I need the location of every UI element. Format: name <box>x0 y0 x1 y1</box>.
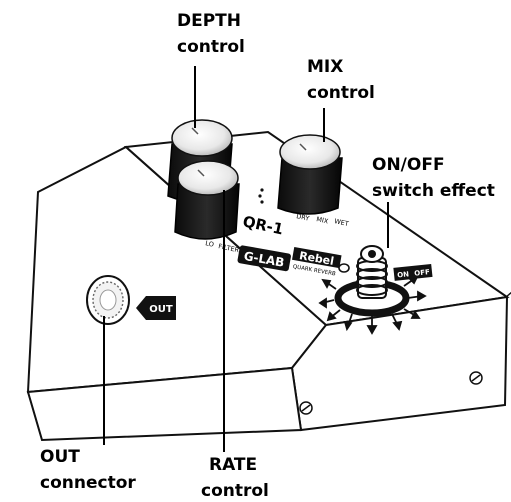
mix-knob[interactable] <box>277 134 343 215</box>
mix-scale-dry: DRY <box>296 212 310 223</box>
brand-logo-text: G-LAB <box>243 249 286 270</box>
off-tag: OFF <box>414 268 430 278</box>
mix-scale-mix: MIX <box>316 215 330 225</box>
led-indicator-icon <box>258 188 264 204</box>
callout-rate-line1: RATE <box>209 455 257 475</box>
mix-scale-wet: WET <box>334 217 350 228</box>
callout-depth-line2: control <box>177 37 245 57</box>
out-jack[interactable] <box>86 275 130 325</box>
on-off-tag: ON OFF <box>393 263 433 281</box>
sunburst-arrows-icon <box>318 275 427 335</box>
corner-screws <box>299 371 483 415</box>
rate-knob[interactable] <box>174 160 240 240</box>
leader-lines <box>103 66 389 452</box>
model-name: Rebel <box>298 249 335 268</box>
callout-onoff-line1: ON/OFF <box>372 155 445 175</box>
callout-mix: MIX control <box>307 57 375 103</box>
status-led <box>338 263 350 273</box>
callout-depth: DEPTH control <box>177 11 245 57</box>
callout-onoff-line2: switch effect <box>372 181 495 201</box>
out-jack-tag: OUT <box>136 296 176 320</box>
callout-rate-line2: control <box>201 481 269 501</box>
callout-out-line1: OUT <box>40 447 80 467</box>
brand-logo: G-LAB <box>237 245 291 272</box>
edge-accents <box>27 291 511 441</box>
on-tag: ON <box>397 270 410 279</box>
footswitch[interactable] <box>356 245 388 299</box>
filter-scale-lo: LO <box>205 239 215 249</box>
callout-rate: RATE control <box>201 455 269 501</box>
callout-out: OUT connector <box>40 447 136 493</box>
panel-printing: QR-1 DRY MIX WET LO FILTER HI G-LAB Rebe… <box>205 188 350 278</box>
out-jack-tag-label: OUT <box>149 304 173 315</box>
callout-mix-line1: MIX <box>307 57 343 77</box>
callout-out-line2: connector <box>40 473 136 493</box>
callout-depth-line1: DEPTH <box>177 11 241 31</box>
callout-onoff: ON/OFF switch effect <box>372 155 495 201</box>
callout-mix-line2: control <box>307 83 375 103</box>
